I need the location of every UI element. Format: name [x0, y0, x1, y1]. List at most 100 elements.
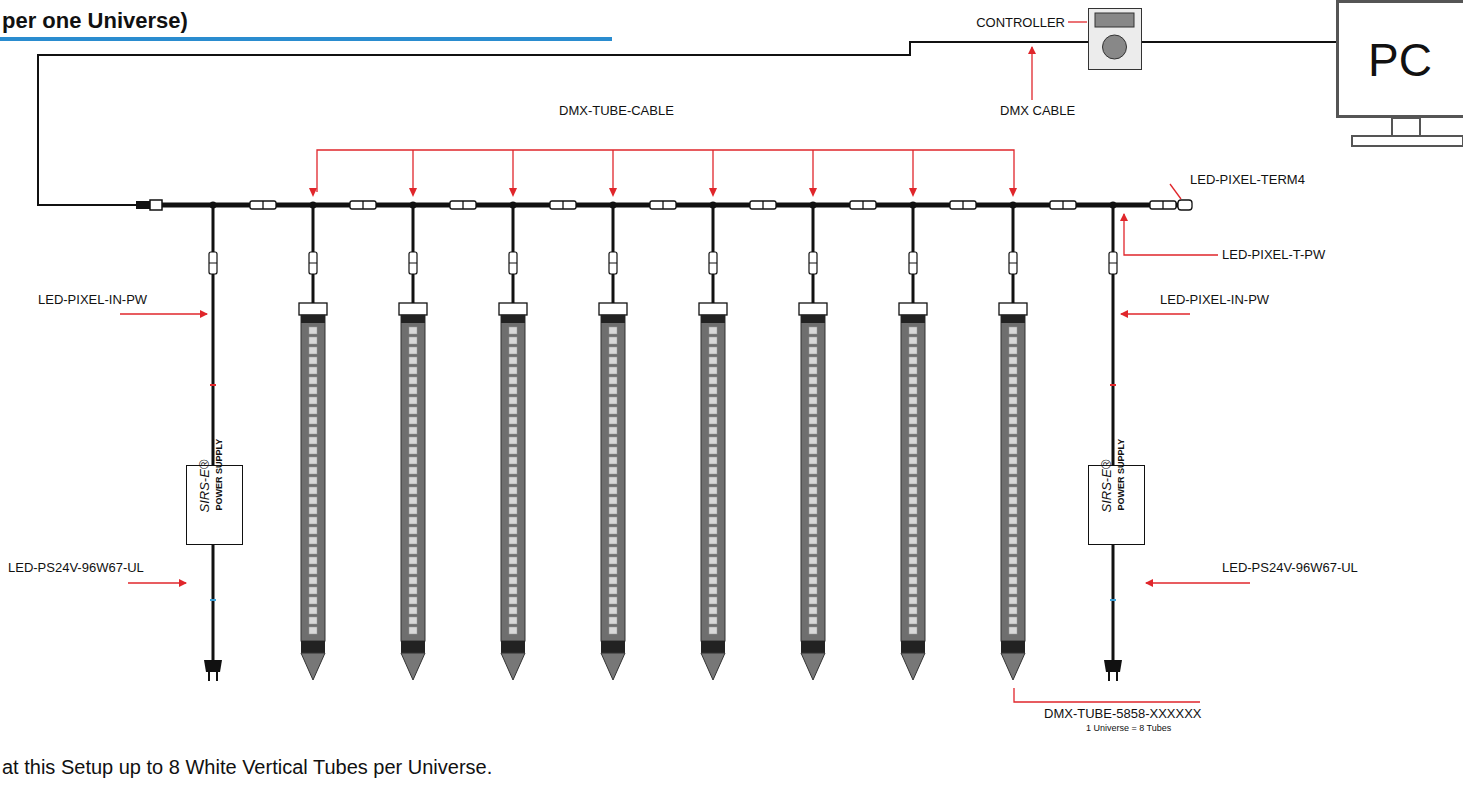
- led-chip: [709, 607, 717, 614]
- led-chip: [309, 407, 317, 414]
- drop-connector: [609, 252, 617, 274]
- led-chip: [609, 477, 617, 484]
- led-chip: [909, 417, 917, 424]
- led-chip: [909, 377, 917, 384]
- led-chip: [1009, 447, 1017, 454]
- tube-body: [301, 315, 325, 641]
- led-chip: [409, 617, 417, 624]
- led-chip: [309, 627, 317, 634]
- led-chip: [809, 497, 817, 504]
- led-chip: [309, 377, 317, 384]
- led-chip: [409, 367, 417, 374]
- led-chip: [409, 547, 417, 554]
- led-chip: [709, 527, 717, 534]
- led-chip: [509, 627, 517, 634]
- led-chip: [509, 617, 517, 624]
- led-chip: [1009, 597, 1017, 604]
- led-chip: [309, 457, 317, 464]
- leader-line: [1124, 214, 1218, 255]
- led-chip: [409, 397, 417, 404]
- tube-cap: [299, 303, 327, 315]
- led-chip: [809, 617, 817, 624]
- led-chip: [309, 597, 317, 604]
- mains-cable: [1112, 545, 1115, 660]
- led-chip: [509, 467, 517, 474]
- tube-band: [901, 315, 925, 323]
- controller-face: [1089, 9, 1140, 68]
- bracket-line: [317, 150, 1014, 192]
- cable-coupler: [650, 201, 676, 209]
- part-label: LED-PIXEL-IN-PW: [1160, 292, 1269, 307]
- drawing-part: [709, 263, 717, 264]
- led-chip: [1009, 467, 1017, 474]
- led-chip: [909, 337, 917, 344]
- part-label: LED-PIXEL-IN-PW: [38, 292, 147, 307]
- led-chip: [709, 447, 717, 454]
- tube-tip: [1001, 653, 1025, 680]
- drawing-part: [262, 201, 263, 209]
- drawing-part: [762, 201, 763, 209]
- part-label: LED-PS24V-96W67-UL: [1222, 560, 1358, 575]
- led-chip: [509, 547, 517, 554]
- led-chip: [909, 627, 917, 634]
- drawing-part: [609, 263, 617, 264]
- led-chip: [309, 497, 317, 504]
- led-chip: [709, 617, 717, 624]
- led-chip: [1009, 437, 1017, 444]
- led-chip: [909, 617, 917, 624]
- led-chip: [609, 607, 617, 614]
- led-chip: [309, 577, 317, 584]
- led-chip: [709, 557, 717, 564]
- led-chip: [709, 517, 717, 524]
- led-chip: [509, 457, 517, 464]
- led-chip: [409, 457, 417, 464]
- tube-endcap: [901, 641, 925, 653]
- led-chip: [709, 547, 717, 554]
- led-chip: [509, 427, 517, 434]
- led-chip: [509, 507, 517, 514]
- drawing-part: [662, 201, 663, 209]
- led-chip: [309, 477, 317, 484]
- led-chip: [909, 537, 917, 544]
- led-chip: [709, 457, 717, 464]
- led-chip: [1009, 517, 1017, 524]
- led-chip: [409, 427, 417, 434]
- led-chip: [909, 607, 917, 614]
- led-chip: [709, 537, 717, 544]
- led-chip: [909, 487, 917, 494]
- drop-connector: [809, 252, 817, 274]
- rotated-label-group: SIRS-E®POWER SUPPLY: [187, 466, 241, 544]
- leader-line: [412, 150, 413, 192]
- led-chip: [909, 597, 917, 604]
- led-chip: [1009, 507, 1017, 514]
- led-chip: [609, 447, 617, 454]
- led-chip: [709, 337, 717, 344]
- led-chip: [809, 547, 817, 554]
- led-chip: [609, 377, 617, 384]
- led-chip: [1009, 567, 1017, 574]
- led-chip: [709, 507, 717, 514]
- part-label: 1 Universe = 8 Tubes: [1086, 723, 1171, 734]
- pc-stand: [1352, 118, 1463, 146]
- led-chip: [1009, 397, 1017, 404]
- led-chip: [909, 387, 917, 394]
- led-chip: [409, 607, 417, 614]
- tube-band: [801, 315, 825, 323]
- led-chip: [609, 577, 617, 584]
- led-chip: [409, 587, 417, 594]
- led-chip: [409, 527, 417, 534]
- led-chip: [809, 417, 817, 424]
- cable-coupler: [1050, 201, 1076, 209]
- led-chip: [509, 347, 517, 354]
- led-chip: [1009, 607, 1017, 614]
- led-chip: [809, 397, 817, 404]
- led-chip: [709, 497, 717, 504]
- led-chip: [509, 487, 517, 494]
- led-chip: [909, 437, 917, 444]
- led-chip: [509, 417, 517, 424]
- tube-band: [401, 315, 425, 323]
- leader-line: [1014, 688, 1200, 702]
